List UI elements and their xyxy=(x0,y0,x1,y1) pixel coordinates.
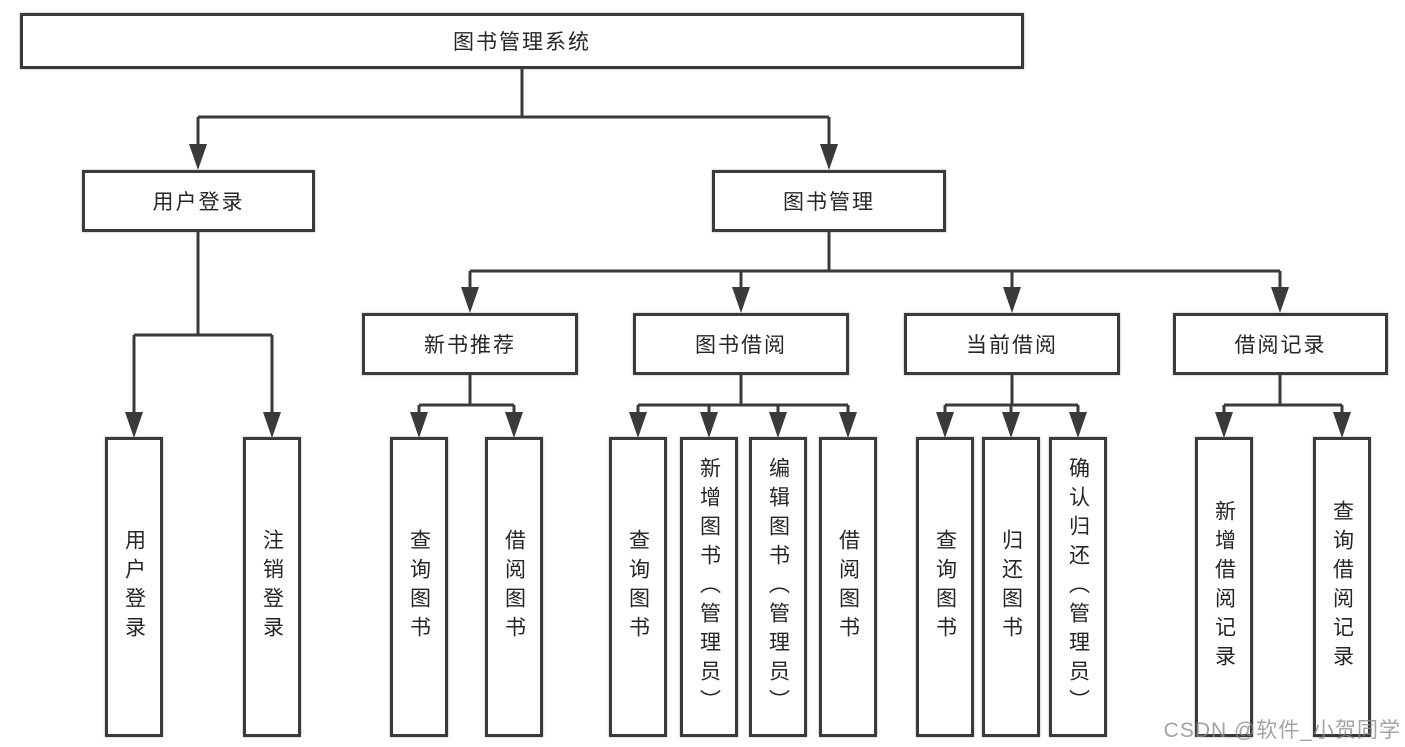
connector-root-to-level2 xyxy=(196,69,831,150)
connector-book-borrowing-branch xyxy=(636,375,850,418)
node-book-management-label: 图书管理 xyxy=(783,191,875,214)
leaf-borrow-books-recommend-label: 借阅图书 xyxy=(502,529,526,645)
leaf-edit-books-admin-label: 编辑图书（管理员） xyxy=(766,456,790,718)
arrowhead-current-borrowing xyxy=(1003,287,1021,313)
csdn-watermark: CSDN @软件_小贺同学 xyxy=(1163,719,1401,742)
node-book-management: 图书管理 xyxy=(712,170,946,232)
node-user-login-label: 用户登录 xyxy=(152,191,245,214)
arrowhead-leaf-logout xyxy=(263,412,281,438)
node-borrow-records-label: 借阅记录 xyxy=(1234,334,1327,357)
leaf-query-books-recommend-label: 查询图书 xyxy=(407,529,431,645)
connector-book-management-branch xyxy=(468,232,1282,295)
leaf-confirm-return-admin-label: 确认归还（管理员） xyxy=(1066,456,1090,718)
leaf-borrow-books-borrowing-label: 借阅图书 xyxy=(836,529,860,645)
node-borrow-records: 借阅记录 xyxy=(1173,313,1388,375)
leaf-borrow-books-borrowing: 借阅图书 xyxy=(819,437,877,737)
arrowhead-leaf-edit-books xyxy=(769,412,787,438)
node-book-borrowing-label: 图书借阅 xyxy=(695,334,787,357)
leaf-query-books-recommend: 查询图书 xyxy=(390,437,448,737)
connector-current-borrowing-branch xyxy=(943,375,1080,418)
leaf-query-borrow-record: 查询借阅记录 xyxy=(1313,437,1371,737)
arrowhead-leaf-borrow-books-1 xyxy=(505,412,523,438)
arrowhead-leaf-confirm-return xyxy=(1069,412,1087,438)
node-library-system: 图书管理系统 xyxy=(20,13,1024,69)
node-current-borrowing: 当前借阅 xyxy=(904,313,1120,375)
node-new-book-recommend-label: 新书推荐 xyxy=(424,334,516,357)
arrowhead-leaf-query-books-2 xyxy=(629,412,647,438)
node-user-login: 用户登录 xyxy=(82,170,315,232)
leaf-add-borrow-record-label: 新增借阅记录 xyxy=(1212,500,1236,674)
arrowhead-leaf-add-books xyxy=(700,412,718,438)
arrowhead-borrow-records xyxy=(1271,287,1289,313)
leaf-query-books-borrowing-label: 查询图书 xyxy=(626,529,650,645)
leaf-user-login: 用户登录 xyxy=(105,437,163,737)
arrowhead-book-management xyxy=(820,144,838,170)
leaf-user-login-label: 用户登录 xyxy=(122,529,146,645)
arrowhead-leaf-query-books-1 xyxy=(410,412,428,438)
node-current-borrowing-label: 当前借阅 xyxy=(966,334,1058,357)
arrowhead-leaf-return-books xyxy=(1002,412,1020,438)
arrowhead-leaf-add-record xyxy=(1215,412,1233,438)
arrowhead-book-borrowing xyxy=(732,287,750,313)
arrowhead-leaf-user-login xyxy=(125,412,143,438)
arrowhead-new-book-recommend xyxy=(461,287,479,313)
leaf-query-books-current: 查询图书 xyxy=(916,437,974,737)
leaf-query-books-borrowing: 查询图书 xyxy=(609,437,667,737)
leaf-edit-books-admin: 编辑图书（管理员） xyxy=(749,437,807,737)
connector-user-login-branch xyxy=(132,232,274,418)
arrowhead-leaf-borrow-books-2 xyxy=(839,412,857,438)
leaf-add-books-admin: 新增图书（管理员） xyxy=(680,437,738,737)
connector-new-book-branch xyxy=(417,375,516,418)
leaf-return-books: 归还图书 xyxy=(982,437,1040,737)
leaf-logout-label: 注销登录 xyxy=(260,529,284,645)
leaf-add-books-admin-label: 新增图书（管理员） xyxy=(697,456,721,718)
arrowhead-user-login xyxy=(189,144,207,170)
leaf-confirm-return-admin: 确认归还（管理员） xyxy=(1049,437,1107,737)
leaf-add-borrow-record: 新增借阅记录 xyxy=(1195,437,1253,737)
node-book-borrowing: 图书借阅 xyxy=(633,313,849,375)
leaf-logout: 注销登录 xyxy=(243,437,301,737)
node-library-system-label: 图书管理系统 xyxy=(453,31,591,54)
arrowhead-leaf-query-books-3 xyxy=(936,412,954,438)
leaf-borrow-books-recommend: 借阅图书 xyxy=(485,437,543,737)
leaf-query-borrow-record-label: 查询借阅记录 xyxy=(1330,500,1354,674)
leaf-return-books-label: 归还图书 xyxy=(999,529,1023,645)
leaf-query-books-current-label: 查询图书 xyxy=(933,529,957,645)
arrowhead-leaf-query-record xyxy=(1333,412,1351,438)
node-new-book-recommend: 新书推荐 xyxy=(362,313,578,375)
connector-borrow-records-branch xyxy=(1222,375,1344,418)
